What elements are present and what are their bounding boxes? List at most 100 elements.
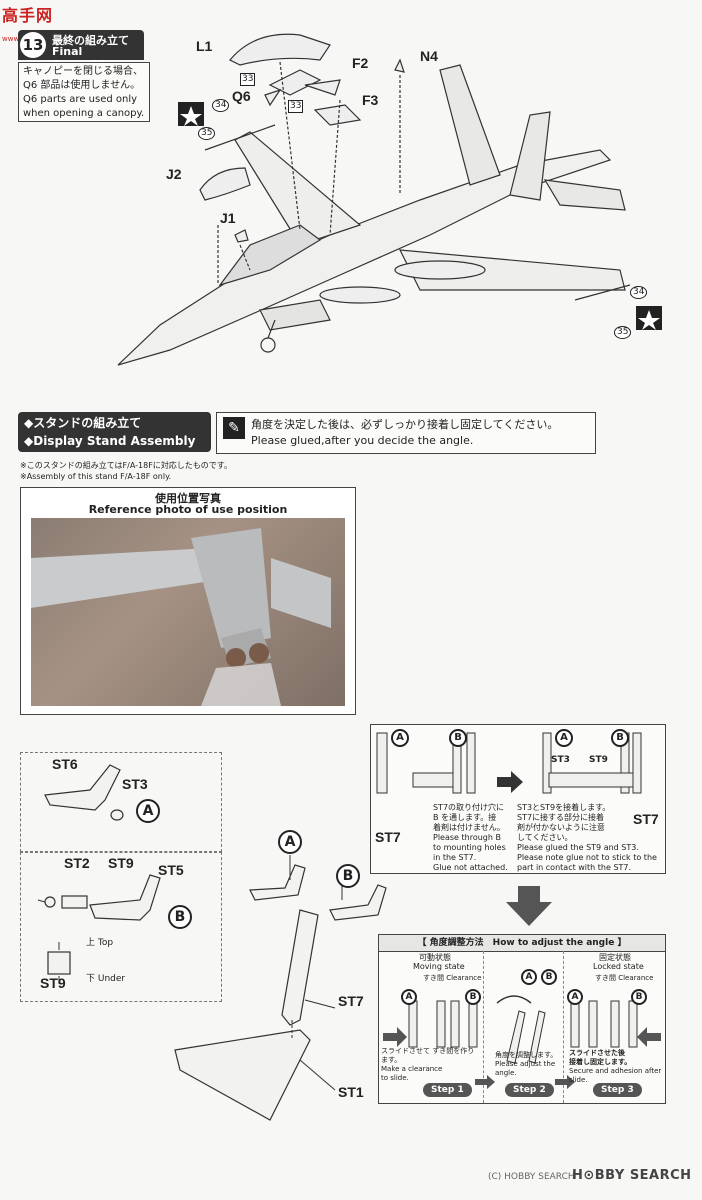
aircraft-drawing — [117, 33, 662, 366]
st9-under-label: 下 Under — [86, 974, 126, 984]
detail-right-jp-3: 剤が付かないように注意 — [517, 823, 605, 832]
glue-text-jp: 角度を決定した後は、必ずしっかり接着し固定してください。 — [251, 418, 559, 431]
stand-title-en: ◆Display Stand Assembly — [24, 434, 196, 448]
angle-A1: A — [401, 989, 417, 1005]
detail-left-text: ST7の取り付け穴に B を通します。接 着剤は付けません。 Please th… — [433, 803, 513, 873]
step2-pill: Step 2 — [505, 1083, 554, 1097]
angle-B1: B — [465, 989, 481, 1005]
detail-right-jp-2: ST7に接する部分に接着 — [517, 813, 605, 822]
slide-en-1: Make a clearance — [381, 1065, 443, 1073]
detail-right-en-3: part in contact with the ST7. — [517, 863, 632, 872]
detail-ST7-right: ST7 — [633, 811, 659, 827]
detail-right-jp-4: してください。 — [517, 833, 573, 842]
secure-text: スライドさせた後 接着し固定します。 Secure and adhesion a… — [569, 1049, 663, 1085]
angle-A2: A — [521, 969, 537, 985]
detail-right-en-1: Please glued the ST9 and ST3. — [517, 843, 639, 852]
part-J2: J2 — [166, 166, 182, 182]
part-F3: F3 — [362, 92, 379, 108]
angle-B2: B — [541, 969, 557, 985]
down-arrow-icon — [506, 886, 552, 926]
note-en-1: Q6 parts are used only — [23, 94, 138, 105]
reference-photo-panel: 使用位置写真 Reference photo of use position — [20, 487, 356, 715]
step13-number-badge: 13 — [20, 32, 46, 58]
detail-ST3: ST3 — [551, 755, 570, 765]
detail-B2: B — [611, 729, 629, 747]
callout-B-stand: B — [336, 864, 360, 888]
part-Q6: Q6 — [232, 88, 251, 104]
adjust-text: 角度を調整します。 Please adjust the angle. — [495, 1051, 563, 1078]
detail-left-jp-1: ST7の取り付け穴に — [433, 803, 505, 812]
photo-title-en: Reference photo of use position — [88, 503, 288, 516]
part-J1: J1 — [220, 210, 236, 226]
stand-note-jp: ※このスタンドの組み立てはF/A-18Fに対応したものです。 — [20, 461, 233, 470]
stand-note-en: ※Assembly of this stand F/A-18F only. — [20, 472, 172, 481]
detail-assembly-box: A B A B ST7 ST3 ST9 ST7 ST7の取り付け穴に B を通し… — [370, 724, 666, 874]
detail-left-jp-3: 着剤は付けません。 — [433, 823, 505, 832]
footer-credit: (C) HOBBY SEARCH — [488, 1172, 575, 1182]
slide-jp: スライドさせて すき間を作ります。 — [381, 1047, 475, 1064]
part-num-34a: 34 — [212, 99, 230, 112]
part-F2: F2 — [352, 55, 369, 71]
part-ST1: ST1 — [338, 1084, 364, 1100]
angle-divider-2 — [563, 951, 564, 1103]
moving-jp: 可動状態 — [419, 953, 451, 962]
detail-right-text: ST3とST9を接着します。 ST7に接する部分に接着 剤が付かないように注意 … — [517, 803, 663, 873]
detail-B1: B — [449, 729, 467, 747]
stand-header: ◆スタンドの組み立て ◆Display Stand Assembly — [18, 412, 211, 452]
detail-A1: A — [391, 729, 409, 747]
angle-title: 【 角度調整方法 How to adjust the angle 】 — [379, 935, 665, 952]
step13-note-box: キャノピーを閉じる場合、 Q6 部品は使用しません。 Q6 parts are … — [18, 62, 150, 122]
step13-title-jp: 最終の組み立て — [52, 34, 129, 47]
angle-divider-1 — [483, 951, 484, 1103]
adjust-en-2: angle. — [495, 1069, 517, 1077]
moving-en: Moving state — [413, 962, 465, 971]
part-num-33b: 33 — [288, 100, 304, 113]
part-N4: N4 — [420, 48, 438, 64]
part-ST2: ST2 — [64, 855, 90, 871]
stand-parts-upper-box — [20, 752, 222, 852]
clearance-1: すき間 Clearance — [423, 974, 482, 982]
note-en-2: when opening a canopy. — [23, 108, 145, 119]
detail-ST7-left: ST7 — [375, 829, 401, 845]
part-num-34b: 34 — [630, 286, 648, 299]
part-num-35b: 35 — [614, 326, 632, 339]
part-ST6: ST6 — [52, 756, 78, 772]
glue-icon: ✎ — [223, 417, 245, 439]
locked-en: Locked state — [593, 962, 644, 971]
locked-jp: 固定状態 — [599, 953, 631, 962]
callout-B-lower: B — [168, 905, 192, 929]
photo-title-jp: 使用位置写真 — [155, 492, 221, 505]
detail-left-en-1: Please through B — [433, 833, 501, 842]
angle-A3: A — [567, 989, 583, 1005]
detail-left-en-2: to mounting holes — [433, 843, 506, 852]
adjust-en-1: Please adjust the — [495, 1060, 556, 1068]
part-ST9: ST9 — [108, 855, 134, 871]
star-badge-left — [178, 102, 204, 126]
part-ST9-orient: ST9 — [40, 975, 66, 991]
secure-jp-1: スライドさせた後 — [569, 1049, 625, 1057]
glue-notice: ✎ 角度を決定した後は、必ずしっかり接着し固定してください。 Please gl… — [216, 412, 596, 454]
part-ST5: ST5 — [158, 862, 184, 878]
clearance-2: すき間 Clearance — [595, 974, 654, 982]
angle-B3: B — [631, 989, 647, 1005]
part-L1: L1 — [196, 38, 213, 54]
slide-en-2: to slide. — [381, 1074, 409, 1082]
stand-parts-drawing — [37, 764, 387, 1121]
detail-left-jp-2: B を通します。接 — [433, 813, 497, 822]
step1-pill: Step 1 — [423, 1083, 472, 1097]
secure-en: Secure and adhesion after slide. — [569, 1067, 662, 1084]
angle-adjust-box: 【 角度調整方法 How to adjust the angle 】 可動状態 … — [378, 934, 666, 1104]
step13-header: 13 最終の組み立て Final Assembly — [18, 30, 144, 71]
stand-title-jp: ◆スタンドの組み立て — [24, 416, 142, 430]
part-num-35a: 35 — [198, 127, 216, 140]
part-ST7-main: ST7 — [338, 993, 364, 1009]
detail-right-jp-1: ST3とST9を接着します。 — [517, 803, 611, 812]
footer-logo: H⊙BBY SEARCH — [572, 1168, 692, 1183]
secure-jp-2: 接着し固定します。 — [569, 1058, 632, 1066]
adjust-jp: 角度を調整します。 — [495, 1051, 558, 1059]
slide-text: スライドさせて すき間を作ります。 Make a clearance to sl… — [381, 1047, 479, 1083]
detail-left-en-4: Glue not attached. — [433, 863, 508, 872]
detail-A2: A — [555, 729, 573, 747]
glue-text-en: Please glued,after you decide the angle. — [251, 434, 474, 447]
part-ST3: ST3 — [122, 776, 148, 792]
